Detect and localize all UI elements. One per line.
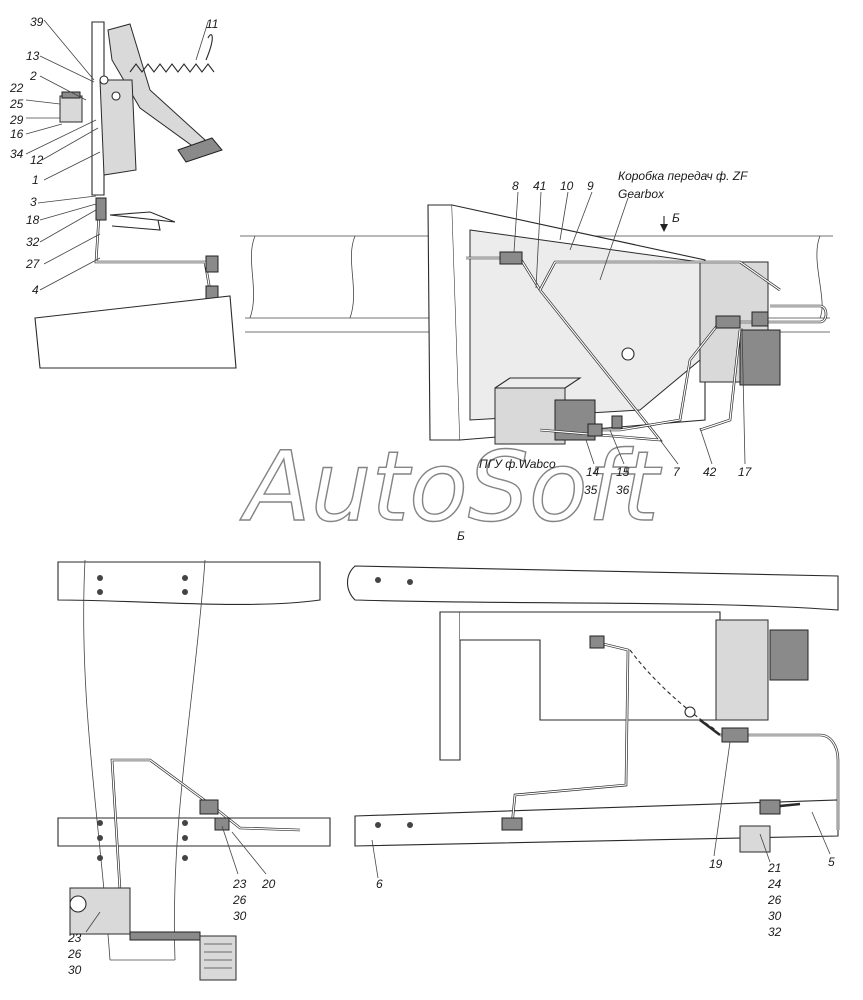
label-5: 5 <box>828 855 835 869</box>
label-18: 18 <box>26 213 40 227</box>
label-23-low: 23 <box>67 931 82 945</box>
caption-gearbox-ru: Коробка передач ф. ZF <box>618 169 748 183</box>
label-4: 4 <box>32 283 39 297</box>
label-10: 10 <box>560 179 574 193</box>
label-9: 9 <box>587 179 594 193</box>
pedal-assembly-top <box>59 21 223 303</box>
label-1: 1 <box>32 173 39 187</box>
label-30-mid: 30 <box>233 909 247 923</box>
gearbox-assembly <box>427 204 828 445</box>
label-14: 14 <box>586 465 600 479</box>
label-25: 25 <box>9 97 24 111</box>
label-22: 22 <box>9 81 24 95</box>
label-15: 15 <box>616 465 630 479</box>
callout-labels: 39 13 2 22 25 29 16 34 12 1 3 18 32 27 4… <box>9 15 835 977</box>
label-17: 17 <box>738 465 753 479</box>
frame-rail-bottom-right <box>346 565 840 853</box>
label-11: 11 <box>206 17 218 31</box>
label-26-right: 26 <box>767 893 782 907</box>
label-8: 8 <box>512 179 519 193</box>
label-27: 27 <box>25 257 41 271</box>
label-36: 36 <box>616 483 630 497</box>
label-39: 39 <box>30 15 44 29</box>
label-13: 13 <box>26 49 40 63</box>
label-16: 16 <box>10 127 24 141</box>
label-32-right: 32 <box>768 925 782 939</box>
callout-leaders <box>25 19 831 933</box>
caption-view-b: Б <box>457 529 465 543</box>
label-21: 21 <box>767 861 781 875</box>
label-19: 19 <box>709 857 723 871</box>
label-24: 24 <box>767 877 782 891</box>
watermark-text: AutoSoft <box>239 431 662 543</box>
label-41: 41 <box>533 179 546 193</box>
label-3: 3 <box>30 195 37 209</box>
label-6: 6 <box>376 877 383 891</box>
frame-rail-bottom-left <box>57 559 331 981</box>
label-30-right: 30 <box>768 909 782 923</box>
label-42: 42 <box>703 465 717 479</box>
caption-gearbox-en: Gearbox <box>618 187 665 201</box>
label-32-top: 32 <box>26 235 40 249</box>
caption-pgu: ПГУ ф.Wabco <box>479 457 556 471</box>
label-35: 35 <box>584 483 598 497</box>
caption-view-b-arrow: Б <box>672 211 680 225</box>
label-26-low: 26 <box>67 947 82 961</box>
label-12: 12 <box>30 153 44 167</box>
label-20: 20 <box>261 877 276 891</box>
label-7: 7 <box>673 465 681 479</box>
label-34: 34 <box>10 147 24 161</box>
label-30-low: 30 <box>68 963 82 977</box>
label-2: 2 <box>29 69 37 83</box>
label-23-mid: 23 <box>232 877 247 891</box>
label-29: 29 <box>9 113 24 127</box>
label-26-mid: 26 <box>232 893 247 907</box>
